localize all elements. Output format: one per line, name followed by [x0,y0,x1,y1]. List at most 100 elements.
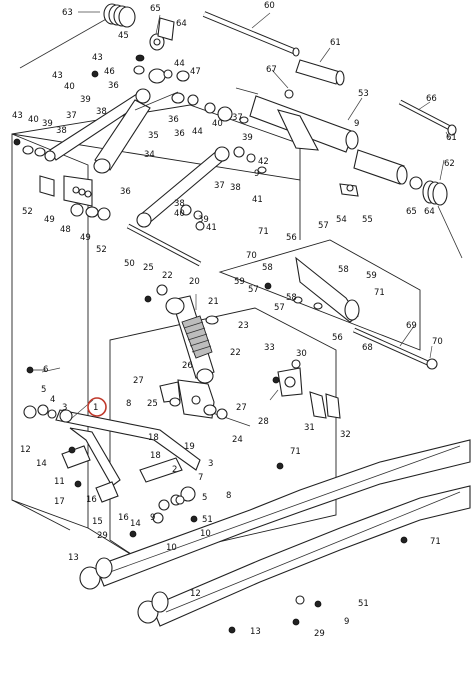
callout-16-mid: 16 [118,513,129,523]
sleeve-61-right [353,149,408,185]
callout-11: 11 [54,477,65,487]
callout-40-b: 40 [28,115,39,125]
rear-arm-assembly-53 [235,87,359,153]
callout-23: 23 [238,321,249,331]
callout-70-a: 70 [246,251,257,261]
callout-9: 9 [344,617,349,627]
callout-42: 42 [258,157,269,167]
callout-16-left: 16 [86,495,97,505]
callout-46: 46 [104,67,115,77]
callout-56-b: 56 [332,333,343,343]
callout-38-a: 38 [96,107,107,117]
callout-52-b: 52 [96,245,107,255]
callout-14-left: 14 [36,459,47,469]
callout-71-mid: 71 [290,447,301,457]
callout-1: 1 [93,403,98,413]
callout-44-top: 44 [174,59,185,69]
callout-65-top: 65 [150,4,161,14]
callout-67: 67 [266,65,277,75]
callout-36-d: 36 [120,187,131,197]
callout-43-b: 43 [52,71,63,81]
slide-rail-lower [137,485,471,627]
callout-31: 31 [304,423,315,433]
callout-29-low: 29 [314,629,325,639]
torsion-spring-right [422,180,463,259]
front-bracket-48 [39,175,111,221]
callout-34: 34 [144,150,155,160]
link-plate-30 [272,359,341,419]
callout-labels: 1 5 4 3 6 12 14 11 17 16 15 16 14 9 29 1… [12,1,457,639]
callout-22-mid: 22 [230,348,241,358]
callout-68: 68 [362,343,373,353]
callout-58-c: 58 [286,293,297,303]
shaft-69 [352,327,438,370]
callout-41-a: 41 [252,195,263,205]
callout-18-b: 18 [150,451,161,461]
callout-36-c: 36 [174,129,185,139]
highlight-circle [87,397,107,417]
rear-axle-60 [202,11,300,57]
callout-39-a: 39 [80,95,91,105]
callout-36-b: 36 [168,115,179,125]
callout-62: 62 [444,159,455,169]
slide-rail-upper [79,439,471,590]
callout-60: 60 [264,1,275,11]
callout-21: 21 [208,297,219,307]
callout-27-right: 27 [236,403,247,413]
bushing-stack-top [91,17,190,84]
callout-64-top: 64 [176,19,187,29]
sleeve-61-top [295,59,345,86]
callout-58-b: 58 [338,265,349,275]
callout-5: 5 [41,385,46,395]
callout-8-low: 8 [226,491,231,501]
callout-51-left: 51 [202,515,213,525]
callout-5-low: 5 [202,493,207,503]
callout-6: 6 [43,365,48,375]
callout-33: 33 [264,343,275,353]
front-arm-1 [23,404,201,487]
callout-39-c: 39 [242,133,253,143]
callout-40-d: 40 [174,209,185,219]
callout-57-b: 57 [248,285,259,295]
callout-10-a: 10 [166,543,177,553]
callout-45: 45 [118,31,129,41]
callout-37-a: 37 [66,111,77,121]
callout-71-a: 71 [258,227,269,237]
callout-2-low: 2 [172,465,177,475]
callout-51-low: 51 [358,599,369,609]
callout-9-b: 9 [254,169,259,179]
callout-38-c: 38 [174,199,185,209]
rear-axle-66 [398,99,457,136]
callout-43-c: 43 [12,111,23,121]
callout-25-mid: 25 [147,399,158,409]
callout-71-b: 71 [374,288,385,298]
callout-37-c: 37 [214,181,225,191]
callout-15: 15 [92,517,103,527]
callout-19: 19 [184,442,195,452]
lower-bolts-left [26,366,198,538]
callout-43-a: 43 [92,53,103,63]
torsion-spring-left [19,3,136,69]
callout-26: 26 [182,361,193,371]
callout-48: 48 [60,225,71,235]
callout-9: 9 [150,513,155,523]
callout-64-right: 64 [424,207,435,217]
callout-39-b: 39 [42,119,53,129]
callout-20: 20 [189,277,200,287]
callout-39-d: 39 [198,215,209,225]
callout-24: 24 [232,435,243,445]
callout-13-top: 13 [68,553,79,563]
callout-55: 55 [362,215,373,225]
callout-65-right: 65 [406,207,417,217]
callout-58-a: 58 [262,263,273,273]
callout-38-b: 38 [56,126,67,136]
callout-69: 69 [406,321,417,331]
callout-40-a: 40 [64,82,75,92]
callout-66: 66 [426,94,437,104]
shock-lower-bracket-26 [159,379,251,427]
lower-link-arm-38 [136,146,230,228]
shock-absorber-20 [144,284,219,384]
callout-29-left: 29 [97,531,108,541]
